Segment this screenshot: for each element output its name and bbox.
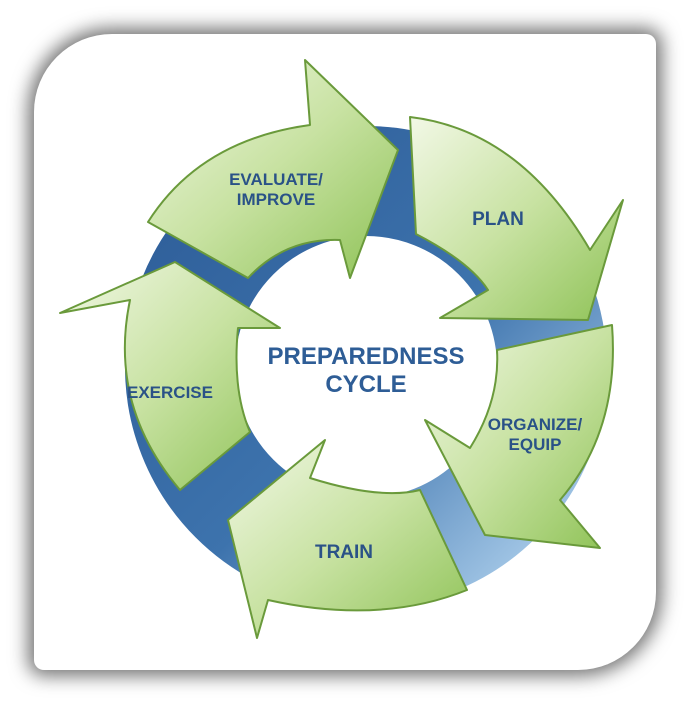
step-label-equip: EQUIP (509, 435, 562, 454)
step-label-organize: ORGANIZE/ (488, 415, 583, 434)
arrow-exercise (59, 261, 281, 491)
center-title-line2: CYCLE (325, 371, 406, 398)
step-label-exercise: EXERCISE (127, 383, 213, 402)
step-label-evaluate: EVALUATE/ (229, 170, 323, 189)
center-hole (246, 247, 486, 487)
step-label-plan: PLAN (472, 209, 524, 230)
step-label-improve: IMPROVE (237, 190, 315, 209)
center-title-line1: PREPAREDNESS (268, 343, 465, 370)
arrow-evaluate-improve (147, 59, 399, 279)
arrow-train (227, 439, 468, 639)
arrow-organize-equip (424, 324, 614, 549)
step-label-train: TRAIN (315, 542, 373, 563)
arrow-plan (409, 116, 624, 321)
